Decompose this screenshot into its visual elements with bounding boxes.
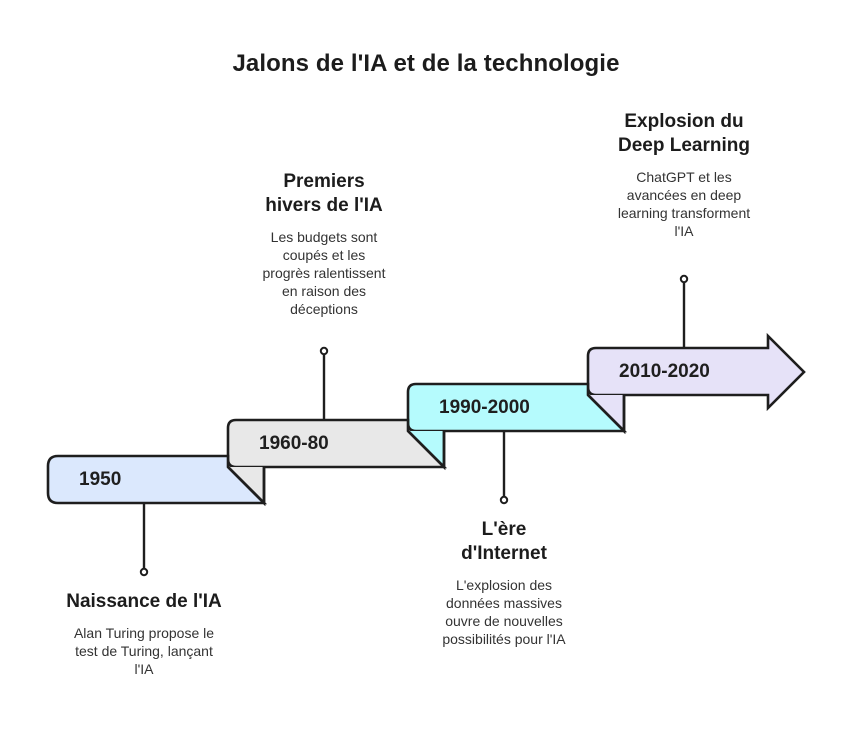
step-4-period: 2010-2020 [619, 361, 710, 382]
step-2-period: 1960-80 [259, 433, 329, 454]
milestone-4-heading: Explosion du Deep Learning [618, 111, 750, 156]
milestone-1: Naissance de l'IA Alan Turing propose le… [64, 590, 224, 678]
step-1-connector [139, 503, 149, 577]
milestone-3-description: L'explosion des données massives ouvre d… [442, 577, 566, 647]
milestone-1-heading: Naissance de l'IA [66, 591, 222, 612]
step-1-period: 1950 [79, 469, 122, 490]
milestone-1-description: Alan Turing propose le test de Turing, l… [73, 625, 215, 677]
step-3-period: 1990-2000 [439, 397, 530, 418]
milestone-3-heading: L'ère d'Internet [461, 519, 547, 564]
diagram-title: Jalons de l'IA et de la technologie [232, 50, 620, 77]
milestone-2-description: Les budgets sont coupés et les progrès r… [262, 229, 386, 317]
step-3-connector [499, 431, 509, 505]
step-4-connector [679, 274, 689, 348]
milestone-2: Premiers hivers de l'IA Les budgets sont… [249, 170, 399, 318]
step-1-shape [46, 454, 268, 507]
milestone-2-heading: Premiers hivers de l'IA [265, 171, 383, 216]
step-2-connector [319, 346, 329, 420]
milestone-4-description: ChatGPT et les avancées en deep learning… [617, 169, 751, 239]
step-4-shape [586, 332, 806, 435]
milestone-4: Explosion du Deep Learning ChatGPT et le… [604, 110, 764, 240]
milestone-3: L'ère d'Internet L'explosion des données… [424, 518, 584, 648]
